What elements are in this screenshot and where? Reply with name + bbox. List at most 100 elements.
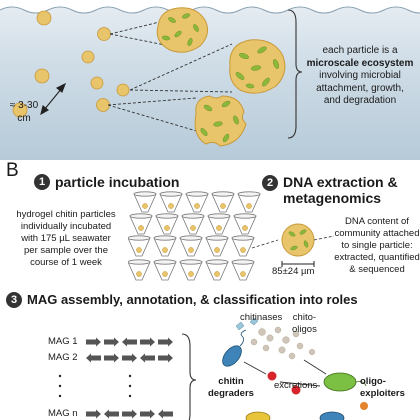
desc-line: & sequenced <box>349 263 405 275</box>
step-title: DNA extraction & metagenomics <box>283 174 398 206</box>
step-title-line: DNA extraction & <box>283 174 398 190</box>
label-line: chitin <box>218 376 244 387</box>
tube <box>181 213 205 235</box>
step-number: 3 <box>6 292 22 308</box>
chito-oligos-label: chito- oligos <box>292 312 317 336</box>
bottom-cell <box>245 411 345 420</box>
tube <box>231 235 255 257</box>
distance-label: ≈ 3-30 cm <box>9 100 39 124</box>
desc-line: course of 1 week <box>30 256 102 268</box>
single-particle-zoom <box>281 223 335 267</box>
oligo-exploiter-cell <box>323 372 367 392</box>
description-line: attachment, growth, <box>316 82 404 94</box>
panel-a-ocean: ≈ 3-30 cm each particle is a microscale … <box>0 0 420 160</box>
desc-line: hydrogel chitin particles <box>16 209 116 220</box>
tube <box>231 259 255 281</box>
gene-row-magn <box>86 409 173 419</box>
particle-small <box>96 98 110 112</box>
flow-arrows <box>243 359 327 387</box>
ocean-surface-wave <box>0 0 420 14</box>
particle-small <box>12 102 28 118</box>
tube <box>129 213 153 235</box>
label-line: exploiters <box>360 387 405 399</box>
tube <box>207 213 231 235</box>
tube <box>205 235 229 257</box>
desc-line: extracted, quantified <box>334 251 420 263</box>
tube <box>237 191 261 213</box>
desc-line: DNA content of <box>345 216 409 227</box>
excretion-dots <box>267 371 368 410</box>
connector-line <box>107 97 197 106</box>
mag-label: MAG n <box>48 408 78 419</box>
step-2-header: 2 DNA extraction & metagenomics <box>262 174 398 206</box>
curly-brace <box>287 9 303 139</box>
step-1-header: 1 particle incubation <box>34 174 180 191</box>
mag-label: MAG 2 <box>48 352 78 363</box>
tube-grid <box>128 191 278 281</box>
step-3-header: 3 MAG assembly, annotation, & classifica… <box>6 292 358 308</box>
step-title: particle incubation <box>55 174 180 190</box>
tube <box>205 259 229 281</box>
chito-oligos-cluster <box>250 326 316 360</box>
description-line: each particle is a <box>322 45 398 56</box>
particle-small <box>81 50 95 64</box>
mag-label: MAG 1 <box>48 336 78 347</box>
mag-brace <box>181 333 197 420</box>
tube <box>153 259 177 281</box>
gene-row-mag1 <box>86 337 173 347</box>
desc-line: per sample over the <box>24 244 108 256</box>
tube <box>128 235 151 257</box>
particle-large-degraded <box>194 95 247 147</box>
chitin-degrader-cell <box>222 329 247 367</box>
excretions-label: excretions <box>274 380 318 391</box>
step-number: 2 <box>262 175 278 191</box>
tube <box>179 259 203 281</box>
chitin-degraders-label: chitin degraders <box>208 376 254 400</box>
tube <box>179 235 203 257</box>
tube <box>211 191 235 213</box>
tube <box>153 235 177 257</box>
particle-large-colonized <box>229 39 286 94</box>
ellipsis-dots <box>58 374 132 398</box>
distance-arrow <box>40 82 67 116</box>
connector-line <box>129 43 233 91</box>
tube <box>159 191 183 213</box>
tube <box>185 191 209 213</box>
label-line: chito- <box>292 312 317 323</box>
particle-small <box>97 27 111 41</box>
particles-diagram <box>12 7 303 147</box>
step-1-description: hydrogel chitin particles individually i… <box>2 209 130 268</box>
description-line: involving microbial <box>319 70 401 81</box>
step-title: MAG assembly, annotation, & classificati… <box>27 291 358 307</box>
step-title-line: metagenomics <box>283 190 382 207</box>
label-line: oligo- <box>360 376 386 387</box>
particle-small <box>36 10 52 26</box>
gene-row-mag2 <box>86 353 173 363</box>
desc-line: with 175 µL seawater <box>21 232 111 244</box>
connector-line <box>129 89 233 93</box>
chitinase-enzymes <box>235 317 259 331</box>
connector-line <box>107 104 201 133</box>
particle-pointer-line <box>313 235 335 241</box>
panel-b-letter: B <box>6 160 19 181</box>
desc-line: individually incubated <box>20 220 112 232</box>
ecosystem-description: each particle is a microscale ecosystem … <box>300 45 420 108</box>
oligo-exploiters-label: oligo- exploiters <box>360 376 405 400</box>
step-2-description: DNA content of community attached to sin… <box>334 216 420 275</box>
tube <box>128 259 151 281</box>
tube <box>155 213 179 235</box>
particle-small <box>90 76 104 90</box>
description-highlight: microscale ecosystem <box>306 57 414 69</box>
particle-small <box>34 68 50 84</box>
tube-to-particle-line <box>251 239 278 249</box>
tube <box>233 213 257 235</box>
desc-line: community attached <box>334 227 420 239</box>
particle-large-colonized <box>156 7 209 53</box>
particle-size-label: 85±24 µm <box>272 266 315 277</box>
step-number: 1 <box>34 174 50 191</box>
chitinases-label: chitinases <box>240 312 283 323</box>
desc-line: to single particle: <box>341 239 413 251</box>
label-line: degraders <box>208 387 254 399</box>
label-line: oligos <box>292 323 317 335</box>
description-line: and degradation <box>323 95 397 106</box>
